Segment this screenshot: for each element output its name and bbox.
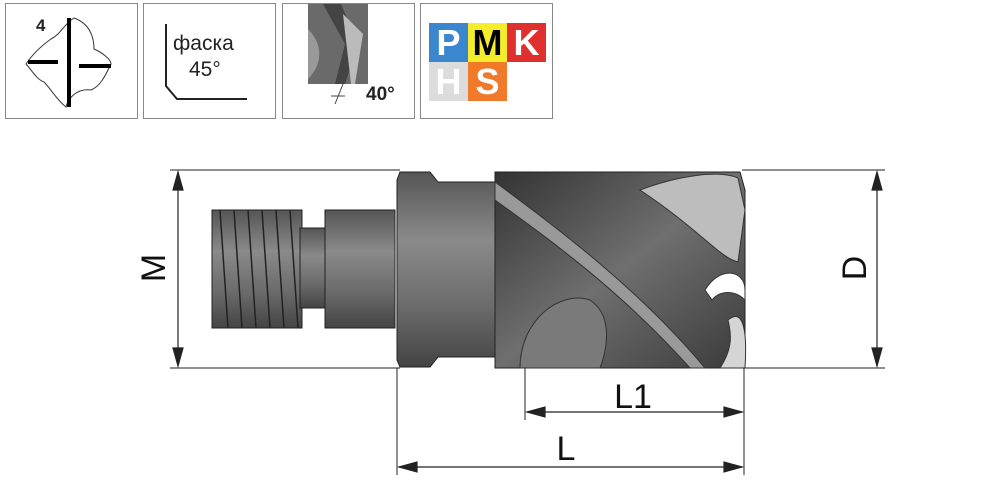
helix-angle: 40° <box>366 84 395 105</box>
neck <box>299 227 328 309</box>
helix-drill-icon <box>308 4 368 105</box>
flute-section <box>494 171 747 369</box>
chamfer-angle: 45° <box>189 58 221 81</box>
chamfer-label: фаска <box>173 32 234 55</box>
dimension-lines <box>172 169 883 473</box>
dimension-d-label: D <box>836 256 874 281</box>
flute-count: 4 <box>36 16 46 35</box>
material-k: K <box>507 23 546 62</box>
flute-count-icon-box: 4 <box>5 3 138 119</box>
material-m: M <box>468 23 507 62</box>
material-p: P <box>429 23 468 62</box>
four-flute-cross-section-icon <box>25 17 112 108</box>
dimension-l-label: L <box>557 430 576 468</box>
chamfer-icon-box: фаска 45° <box>143 3 276 119</box>
extension-lines <box>170 169 885 475</box>
material-h: H <box>429 62 468 101</box>
dimension-l1-label: L1 <box>614 378 652 416</box>
helix-angle-icon-box: 40° <box>282 3 415 119</box>
material-groups-icon-box: P M K H S <box>420 3 553 119</box>
dimension-m-label: M <box>135 254 173 282</box>
shank-body <box>396 171 496 368</box>
thread <box>211 209 303 329</box>
material-s: S <box>468 62 507 101</box>
chamfer-45-icon <box>165 24 247 100</box>
collar <box>324 209 396 329</box>
